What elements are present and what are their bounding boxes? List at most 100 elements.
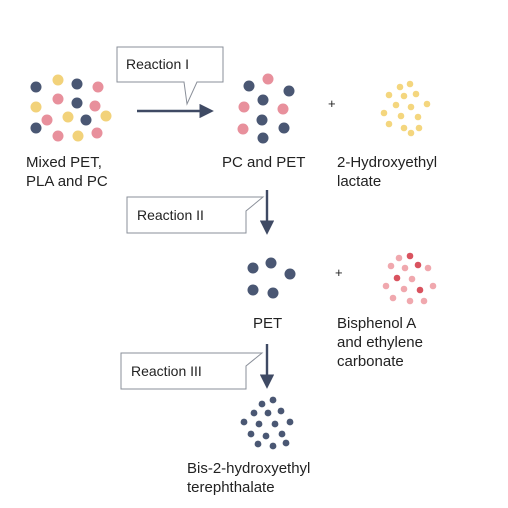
molecule-dot <box>247 430 255 438</box>
hydroxyethyl-lactate-label-line2: lactate <box>337 173 382 190</box>
molecule-dot <box>257 132 269 144</box>
mixed-polymer-cluster <box>30 74 112 142</box>
molecule-dot <box>382 282 390 290</box>
molecule-dot <box>80 114 92 126</box>
molecule-dot <box>278 430 286 438</box>
reaction-1-label: Reaction I <box>126 56 190 72</box>
molecule-dot <box>420 297 428 305</box>
molecule-dot <box>52 74 64 86</box>
molecule-dot <box>385 91 393 99</box>
molecule-dot <box>262 73 274 85</box>
bisphenol-a-label-line2: and ethylene <box>337 334 423 351</box>
hydroxyethyl-lactate-label-line1: 2-Hydroxyethyl <box>337 154 438 171</box>
molecule-dot <box>243 80 255 92</box>
molecule-dot <box>277 407 285 415</box>
molecule-dot <box>393 274 401 282</box>
molecule-dot <box>412 90 420 98</box>
molecule-dot <box>71 97 83 109</box>
molecule-dot <box>395 254 403 262</box>
bisphenol-a-cluster <box>382 252 437 305</box>
molecule-dot <box>414 261 422 269</box>
molecule-dot <box>392 101 400 109</box>
molecule-dot <box>264 409 272 417</box>
molecule-dot <box>406 252 414 260</box>
molecule-dot <box>286 418 294 426</box>
molecule-dot <box>407 103 415 111</box>
bhet-label-line2: terephthalate <box>187 479 275 496</box>
pet-cluster <box>247 257 296 299</box>
reaction-2-label: Reaction II <box>137 207 204 223</box>
mixed-polymers-label-line1: Mixed PET, <box>26 154 102 171</box>
plus-sign: + <box>335 265 343 280</box>
molecule-dot <box>282 439 290 447</box>
pc-pet-label: PC and PET <box>222 154 306 171</box>
molecule-dot <box>89 100 101 112</box>
bisphenol-a-label-line3: carbonate <box>337 353 404 370</box>
molecule-dot <box>278 122 290 134</box>
molecule-dot <box>415 124 423 132</box>
molecule-dot <box>380 109 388 117</box>
molecule-dot <box>396 83 404 91</box>
molecule-dot <box>277 103 289 115</box>
hydroxyethyl-lactate-cluster <box>380 80 431 137</box>
molecule-dot <box>62 111 74 123</box>
molecule-dot <box>397 112 405 120</box>
molecule-dot <box>92 81 104 93</box>
molecule-dot <box>240 418 248 426</box>
molecule-dot <box>284 268 296 280</box>
mixed-polymers-label-line2: PLA and PC <box>26 173 108 190</box>
molecule-dot <box>267 287 279 299</box>
molecule-dot <box>283 85 295 97</box>
molecule-dot <box>385 120 393 128</box>
reaction-2-callout <box>126 196 265 234</box>
molecule-dot <box>30 81 42 93</box>
molecule-dot <box>41 114 53 126</box>
molecule-dot <box>72 130 84 142</box>
molecule-dot <box>258 400 266 408</box>
molecule-dot <box>256 114 268 126</box>
molecule-dot <box>237 123 249 135</box>
molecule-dot <box>91 127 103 139</box>
pet-label: PET <box>253 315 283 332</box>
reaction-1-callout <box>116 46 224 106</box>
molecule-dot <box>406 297 414 305</box>
molecule-dot <box>257 94 269 106</box>
molecule-dot <box>52 93 64 105</box>
molecule-dot <box>406 80 414 88</box>
molecule-dot <box>30 101 42 113</box>
molecule-dot <box>247 284 259 296</box>
molecule-dot <box>250 409 258 417</box>
pc-pet-cluster <box>237 73 295 144</box>
plus-sign: + <box>328 96 336 111</box>
molecule-dot <box>269 442 277 450</box>
molecule-dot <box>271 420 279 428</box>
bhet-label-line1: Bis-2-hydroxyethyl <box>187 460 311 477</box>
molecule-dot <box>416 286 424 294</box>
molecule-dot <box>429 282 437 290</box>
reaction-3-callout <box>120 352 264 390</box>
molecule-dot <box>387 262 395 270</box>
molecule-dot <box>255 420 263 428</box>
molecule-dot <box>247 262 259 274</box>
molecule-dot <box>389 294 397 302</box>
molecule-dot <box>400 92 408 100</box>
molecule-dot <box>407 129 415 137</box>
molecule-dot <box>71 78 83 90</box>
molecule-dot <box>262 432 270 440</box>
molecule-dot <box>423 100 431 108</box>
molecule-dot <box>408 275 416 283</box>
molecule-dot <box>30 122 42 134</box>
bhet-cluster <box>240 396 294 450</box>
molecule-dot <box>238 101 250 113</box>
molecule-dot <box>265 257 277 269</box>
molecule-dot <box>401 264 409 272</box>
molecule-dot <box>254 440 262 448</box>
molecule-dot <box>424 264 432 272</box>
molecule-dot <box>52 130 64 142</box>
molecule-dot <box>100 110 112 122</box>
molecule-dot <box>269 396 277 404</box>
bisphenol-a-label-line1: Bisphenol A <box>337 315 417 332</box>
molecule-dot <box>400 285 408 293</box>
reaction-3-label: Reaction III <box>131 363 202 379</box>
